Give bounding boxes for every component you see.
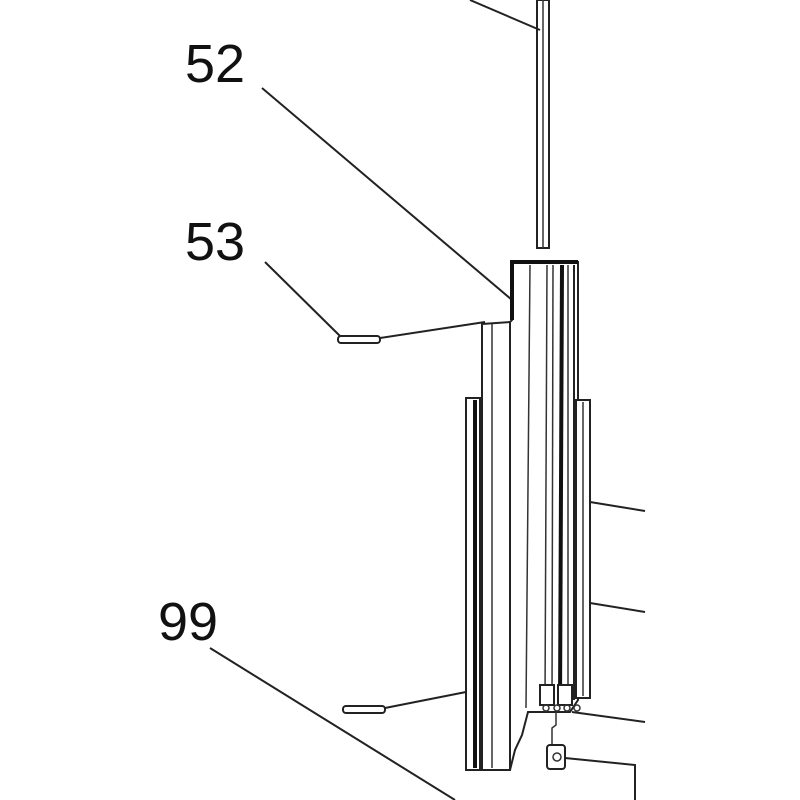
small-bracket (546, 712, 636, 800)
pin-99-axis (384, 691, 467, 709)
main-body (509, 260, 581, 771)
leader-line-53 (264, 261, 341, 337)
leader-line-99 (209, 647, 456, 800)
callout-label-53: 53 (185, 212, 245, 272)
left-plate (465, 397, 481, 771)
leader-line-right-3 (571, 711, 646, 723)
leader-line-52 (261, 87, 513, 301)
pin-53-axis (379, 321, 486, 339)
threaded-rod (536, 0, 550, 249)
leader-line-rod (469, 0, 541, 31)
pin-99 (342, 705, 386, 714)
leader-line-right-2 (589, 602, 646, 613)
callout-label-99: 99 (158, 592, 218, 652)
pin-53 (337, 335, 381, 344)
callout-label-52: 52 (185, 34, 245, 94)
right-plate (575, 399, 591, 699)
middle-column (481, 320, 511, 771)
leader-line-right-1 (589, 501, 646, 512)
